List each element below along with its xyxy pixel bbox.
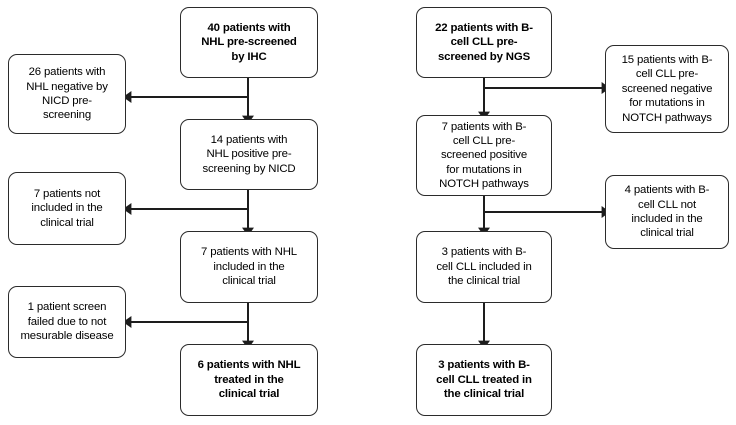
node-nhl-screen-failed: 1 patient screen failed due to not mesur… <box>8 286 126 358</box>
node-cll-notch-negative-label: 15 patients with B- cell CLL pre- screen… <box>621 54 713 124</box>
node-nhl-screen-failed-label: 1 patient screen failed due to not mesur… <box>20 301 114 343</box>
node-cll-treated: 3 patients with B- cell CLL treated in t… <box>416 344 552 416</box>
node-cll-notch-positive-label: 7 patients with B- cell CLL pre- screene… <box>439 120 529 191</box>
node-nhl-treated-label: 6 patients with NHL treated in the clini… <box>197 359 301 401</box>
node-cll-not-included-label: 4 patients with B- cell CLL not included… <box>624 184 710 240</box>
node-cll-not-included: 4 patients with B- cell CLL not included… <box>605 175 729 249</box>
node-nhl-included: 7 patients with NHL included in the clin… <box>180 231 318 303</box>
node-nhl-prescreened: 40 patients with NHL pre-screened by IHC <box>180 7 318 78</box>
node-nhl-treated: 6 patients with NHL treated in the clini… <box>180 344 318 416</box>
node-cll-treated-label: 3 patients with B- cell CLL treated in t… <box>436 359 532 401</box>
node-nhl-included-label: 7 patients with NHL included in the clin… <box>201 246 297 288</box>
node-cll-prescreened: 22 patients with B- cell CLL pre- screen… <box>416 7 552 78</box>
node-cll-notch-negative: 15 patients with B- cell CLL pre- screen… <box>605 45 729 133</box>
node-cll-included-label: 3 patients with B- cell CLL included in … <box>436 246 532 288</box>
node-nhl-nicd-positive: 14 patients with NHL positive pre- scree… <box>180 119 318 190</box>
node-nhl-nicd-positive-label: 14 patients with NHL positive pre- scree… <box>202 133 296 175</box>
node-cll-notch-positive: 7 patients with B- cell CLL pre- screene… <box>416 115 552 196</box>
node-cll-included: 3 patients with B- cell CLL included in … <box>416 231 552 303</box>
node-nhl-prescreened-label: 40 patients with NHL pre-screened by IHC <box>201 21 297 63</box>
node-cll-prescreened-label: 22 patients with B- cell CLL pre- screen… <box>435 21 533 63</box>
node-nhl-not-included: 7 patients not included in the clinical … <box>8 172 126 245</box>
node-nhl-nicd-negative: 26 patients with NHL negative by NICD pr… <box>8 54 126 134</box>
node-nhl-nicd-negative-label: 26 patients with NHL negative by NICD pr… <box>26 66 108 122</box>
node-nhl-not-included-label: 7 patients not included in the clinical … <box>31 187 103 229</box>
